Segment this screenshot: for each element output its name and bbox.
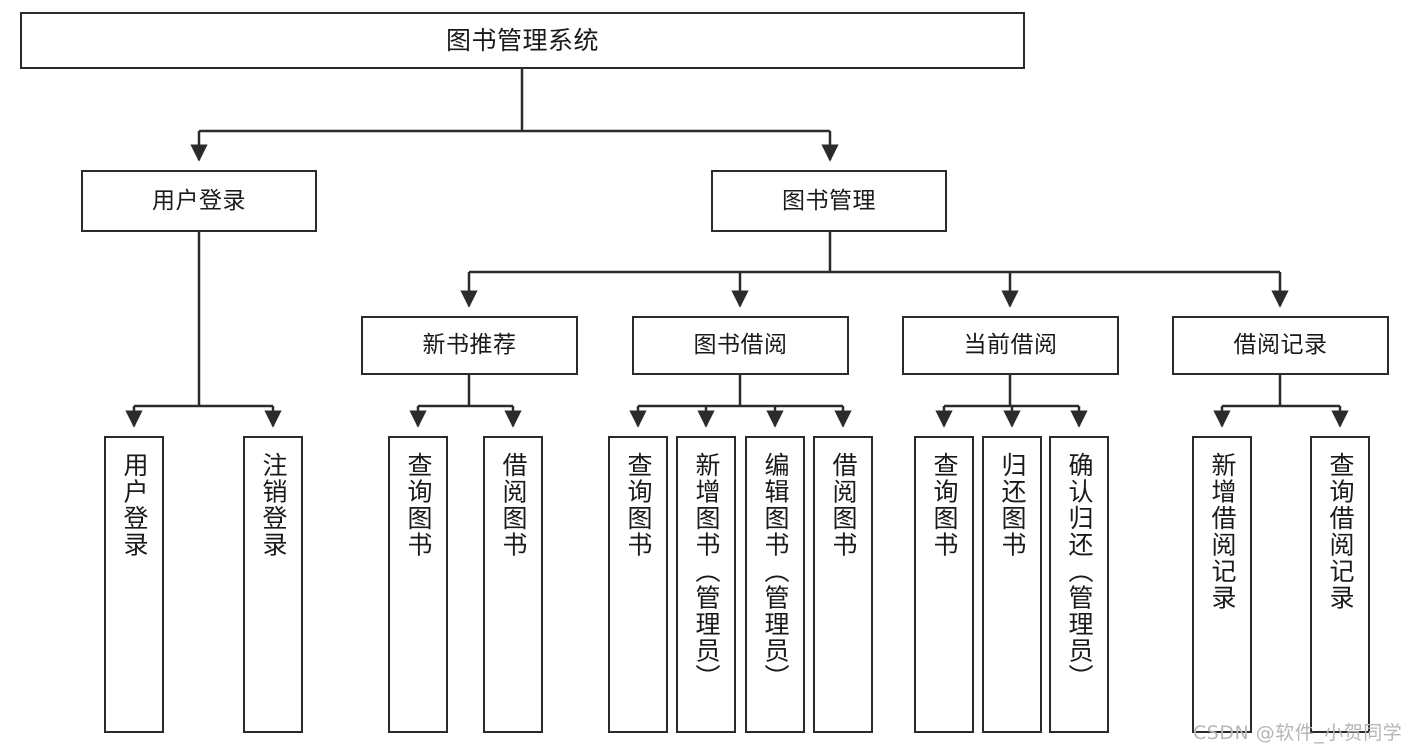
node-borrow-record[interactable]: 借阅记录: [1172, 316, 1389, 375]
node-root[interactable]: 图书管理系统: [20, 12, 1025, 69]
node-leaf-query-book-borrow-label: 查询图书: [624, 452, 653, 558]
node-current-borrow-label: 当前借阅: [963, 332, 1058, 359]
node-leaf-borrow-book[interactable]: 借阅图书: [813, 436, 873, 733]
node-leaf-query-book-borrow[interactable]: 查询图书: [608, 436, 668, 733]
node-leaf-user-login-label: 用户登录: [120, 452, 149, 558]
node-leaf-query-book-current-label: 查询图书: [930, 452, 959, 558]
node-book-borrow-label: 图书借阅: [693, 332, 788, 359]
node-leaf-add-book-label: 新增图书（管理员）: [692, 452, 721, 691]
node-leaf-logout[interactable]: 注销登录: [243, 436, 303, 733]
node-user-login-label: 用户登录: [152, 187, 246, 214]
node-leaf-add-borrow-record-label: 新增借阅记录: [1208, 452, 1237, 611]
node-leaf-query-borrow-record[interactable]: 查询借阅记录: [1310, 436, 1370, 733]
node-new-book-recommend[interactable]: 新书推荐: [361, 316, 578, 375]
node-current-borrow[interactable]: 当前借阅: [902, 316, 1119, 375]
node-leaf-borrow-book-label: 借阅图书: [829, 452, 858, 558]
node-leaf-borrow-book-recommend-label: 借阅图书: [499, 452, 528, 558]
node-leaf-query-book-current[interactable]: 查询图书: [914, 436, 974, 733]
node-leaf-add-book[interactable]: 新增图书（管理员）: [676, 436, 736, 733]
node-leaf-return-book[interactable]: 归还图书: [982, 436, 1042, 733]
node-leaf-logout-label: 注销登录: [259, 452, 288, 558]
node-leaf-edit-book-label: 编辑图书（管理员）: [761, 452, 790, 691]
node-leaf-return-book-label: 归还图书: [998, 452, 1027, 558]
node-leaf-query-borrow-record-label: 查询借阅记录: [1326, 452, 1355, 611]
node-leaf-edit-book[interactable]: 编辑图书（管理员）: [745, 436, 805, 733]
node-user-login[interactable]: 用户登录: [81, 170, 317, 232]
node-new-book-recommend-label: 新书推荐: [422, 332, 517, 359]
node-leaf-query-book-recommend-label: 查询图书: [404, 452, 433, 558]
node-book-management[interactable]: 图书管理: [711, 170, 947, 232]
node-leaf-borrow-book-recommend[interactable]: 借阅图书: [483, 436, 543, 733]
node-borrow-record-label: 借阅记录: [1233, 332, 1328, 359]
node-leaf-query-book-recommend[interactable]: 查询图书: [388, 436, 448, 733]
node-book-management-label: 图书管理: [782, 187, 876, 214]
node-leaf-confirm-return-label: 确认归还（管理员）: [1065, 452, 1094, 691]
node-leaf-confirm-return[interactable]: 确认归还（管理员）: [1049, 436, 1109, 733]
node-leaf-user-login[interactable]: 用户登录: [104, 436, 164, 733]
node-root-label: 图书管理系统: [445, 25, 599, 55]
node-leaf-add-borrow-record[interactable]: 新增借阅记录: [1192, 436, 1252, 733]
node-book-borrow[interactable]: 图书借阅: [632, 316, 849, 375]
